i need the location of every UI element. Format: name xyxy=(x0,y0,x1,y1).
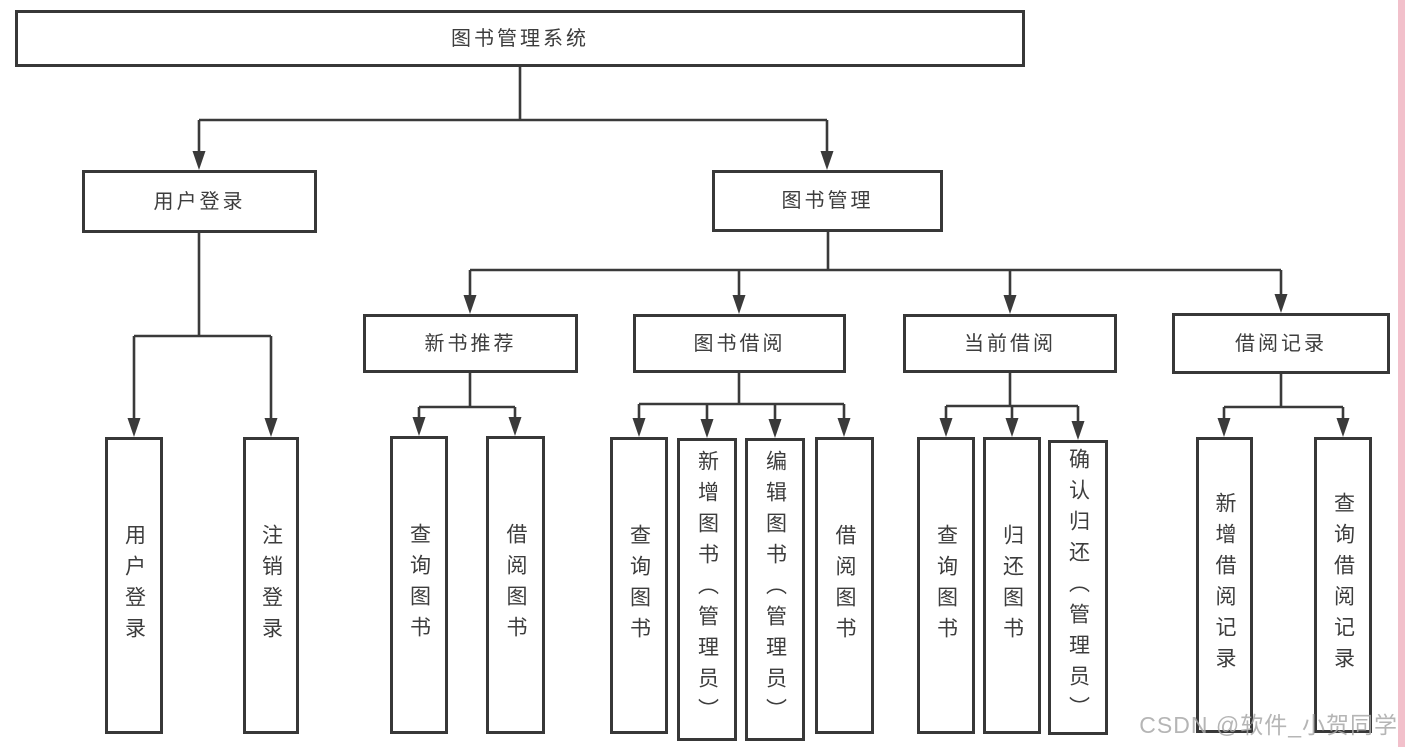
arrowhead-icon xyxy=(939,418,953,437)
node-leaf-logout: 注销登录 xyxy=(243,437,299,734)
arrowhead-icon xyxy=(700,419,714,438)
watermark: CSDN @软件_小贺同学 xyxy=(1139,712,1398,738)
node-book-management: 图书管理 xyxy=(712,170,943,232)
connector-new-book-recommend xyxy=(412,373,522,436)
node-borrowing-records: 借阅记录 xyxy=(1172,313,1390,374)
node-current-borrowing: 当前借阅 xyxy=(903,314,1117,373)
node-leaf-edit-books-admin: 编辑图书（管理员） xyxy=(745,438,805,741)
arrowhead-icon xyxy=(412,417,426,436)
arrowhead-icon xyxy=(837,418,851,437)
node-leaf-query-books-2: 查询图书 xyxy=(610,437,668,734)
node-leaf-confirm-return-admin: 确认归还（管理员） xyxy=(1048,440,1108,735)
arrowhead-icon xyxy=(192,151,206,170)
node-leaf-query-borrow-record: 查询借阅记录 xyxy=(1314,437,1372,733)
arrowhead-icon xyxy=(1274,294,1288,313)
node-leaf-user-login: 用户登录 xyxy=(105,437,163,734)
connector-system-root xyxy=(192,67,834,170)
arrowhead-icon xyxy=(463,295,477,314)
arrowhead-icon xyxy=(1336,418,1350,437)
node-system-root: 图书管理系统 xyxy=(15,10,1025,67)
accent-strip xyxy=(1398,0,1405,747)
node-leaf-borrow-books-1: 借阅图书 xyxy=(486,436,545,734)
node-book-borrowing: 图书借阅 xyxy=(633,314,846,373)
arrowhead-icon xyxy=(1005,418,1019,437)
arrowhead-icon xyxy=(632,418,646,437)
arrowhead-icon xyxy=(264,418,278,437)
node-leaf-add-books-admin: 新增图书（管理员） xyxy=(677,438,737,741)
node-leaf-query-books-1: 查询图书 xyxy=(390,436,448,734)
arrowhead-icon xyxy=(732,295,746,314)
connector-user-login xyxy=(127,233,278,437)
node-leaf-borrow-books-2: 借阅图书 xyxy=(815,437,874,734)
node-new-book-recommend: 新书推荐 xyxy=(363,314,578,373)
node-leaf-add-borrow-record: 新增借阅记录 xyxy=(1196,437,1253,733)
arrowhead-icon xyxy=(1217,418,1231,437)
connector-book-borrowing xyxy=(632,373,851,438)
node-user-login: 用户登录 xyxy=(82,170,317,233)
arrowhead-icon xyxy=(127,418,141,437)
node-leaf-query-books-3: 查询图书 xyxy=(917,437,975,734)
arrowhead-icon xyxy=(1003,295,1017,314)
arrowhead-icon xyxy=(768,419,782,438)
connector-current-borrowing xyxy=(939,373,1085,440)
node-leaf-return-books: 归还图书 xyxy=(983,437,1041,734)
arrowhead-icon xyxy=(1071,421,1085,440)
arrowhead-icon xyxy=(820,151,834,170)
connector-borrowing-records xyxy=(1217,374,1350,437)
connector-book-management xyxy=(463,232,1288,314)
arrowhead-icon xyxy=(508,417,522,436)
